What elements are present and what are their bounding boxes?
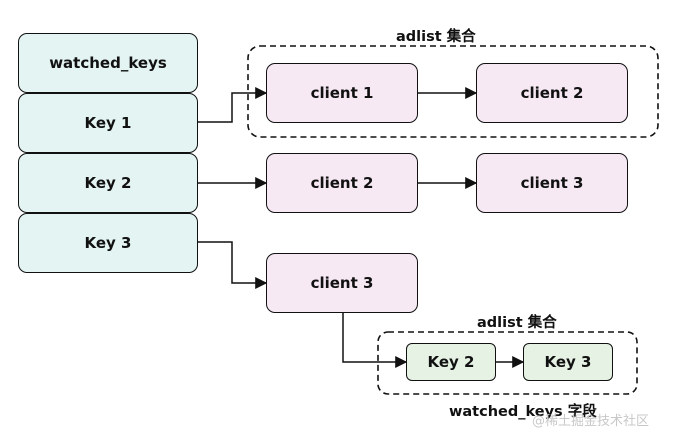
key2-box: Key 2 [18,153,198,213]
watched-keys-dashed-group [377,331,638,395]
row2-client-2-box: client 2 [266,153,418,213]
adlist-bottom-label: adlist 集合 [477,315,557,331]
key1-to-client1-arrow [198,87,268,123]
field-key2-box: Key 2 [406,343,496,381]
row1-client-2-box: client 2 [476,63,628,123]
field-key3-box: Key 3 [523,343,613,381]
adlist-top-dashed-group [247,45,659,138]
adlist-top-label: adlist 集合 [396,29,476,45]
row1-client-1-box: client 1 [266,63,418,123]
watched-keys-field-label: watched_keys 字段 [449,404,597,420]
key3-to-client3-arrow [198,241,268,289]
watermark-text: @稀土掘金技术社区 [532,414,650,429]
row2-client-3-box: client 3 [476,153,628,213]
key1-box: Key 1 [18,93,198,153]
row3-client-3-box: client 3 [266,253,418,313]
client3-to-field-key2-arrow [342,313,408,368]
key3-box: Key 3 [18,213,198,273]
watched-keys-header-box: watched_keys [18,33,198,93]
